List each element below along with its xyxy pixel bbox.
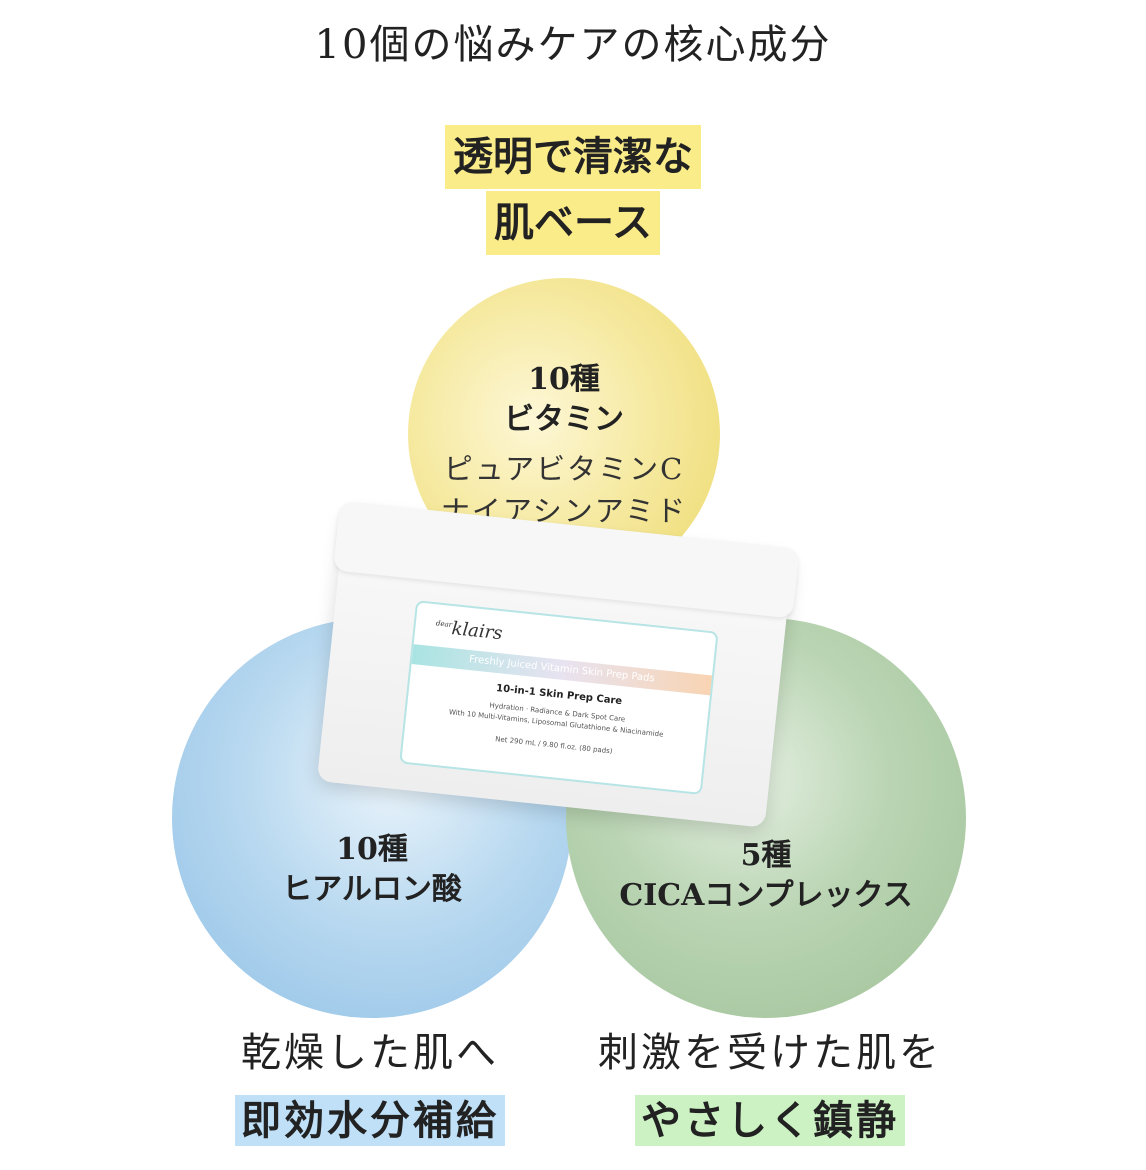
vitamin-count: 10種 bbox=[528, 362, 600, 397]
bottom-left: 乾燥した肌へ 即効水分補給 bbox=[190, 1020, 550, 1146]
vitamin-sub1: ピュアビタミンC bbox=[443, 452, 685, 486]
cica-count: 5種 bbox=[740, 838, 792, 873]
page-title: 10個の悩みケアの核心成分 bbox=[314, 22, 832, 68]
brand-logo: dearklairs bbox=[435, 618, 504, 645]
bottom-left-line1: 乾燥した肌へ bbox=[241, 1030, 499, 1076]
cica-name: CICAコンプレックス bbox=[619, 878, 913, 913]
headline: 透明で清潔な 肌ベース bbox=[0, 125, 1146, 255]
product-label: dearklairs Freshly Juiced Vitamin Skin P… bbox=[399, 600, 719, 796]
bottom-left-highlight: 即効水分補給 bbox=[235, 1095, 505, 1146]
hyaluronic-count: 10種 bbox=[336, 832, 408, 867]
bottom-right-highlight: やさしく鎮静 bbox=[635, 1095, 905, 1146]
headline-line2: 肌ベース bbox=[486, 191, 660, 255]
product-container: dearklairs Freshly Juiced Vitamin Skin P… bbox=[316, 500, 800, 828]
vitamin-name: ビタミン bbox=[504, 402, 624, 437]
headline-line1: 透明で清潔な bbox=[445, 125, 701, 189]
hyaluronic-name: ヒアルロン酸 bbox=[282, 872, 462, 907]
bottom-right: 刺激を受けた肌を やさしく鎮静 bbox=[565, 1020, 975, 1146]
bottom-right-line1: 刺激を受けた肌を bbox=[598, 1030, 942, 1076]
